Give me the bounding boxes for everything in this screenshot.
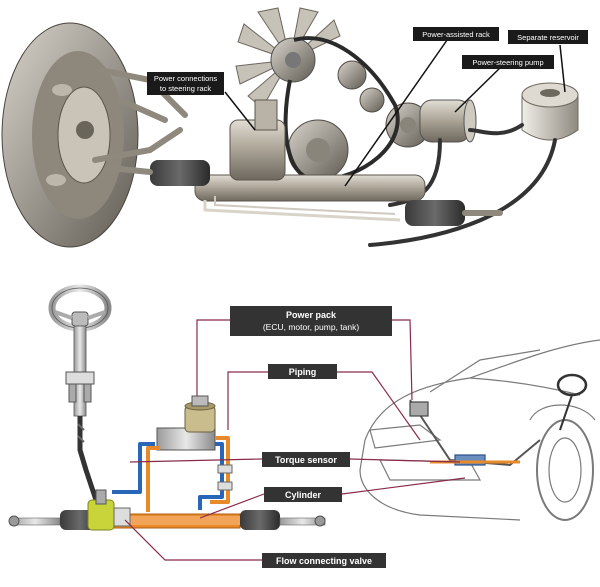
label-power-connections-line1: Power connections [154,74,218,83]
label-power-pack-line1: Power pack [286,310,337,320]
svg-text:Power-assisted rack: Power-assisted rack [422,30,490,39]
label-flow-connecting-valve: Flow connecting valve [262,553,386,568]
svg-text:Power-steering pump: Power-steering pump [472,58,543,67]
label-power-pack-line2: (ECU, motor, pump, tank) [263,322,360,332]
hydraulic-piping [112,436,233,512]
car-outline [359,339,600,521]
label-separate-reservoir: Separate reservoir [508,30,588,44]
pulleys [283,36,431,183]
rack-and-cylinder [8,489,326,531]
label-power-assisted-rack: Power-assisted rack [413,27,499,41]
power-pack-unit [156,395,216,451]
steering-column [65,325,99,501]
label-piping: Piping [268,364,337,379]
svg-text:Piping: Piping [289,367,317,377]
svg-text:Separate reservoir: Separate reservoir [517,33,579,42]
steering-rack [107,99,503,226]
bottom-leader-lines [124,319,466,561]
bottom-schematic: Power pack (ECU, motor, pump, tank) Pipi… [8,284,600,568]
label-power-steering-pump: Power-steering pump [462,55,554,69]
label-cylinder: Cylinder [264,487,342,502]
svg-text:Cylinder: Cylinder [285,490,322,500]
top-leader-lines [224,32,566,187]
reservoir [521,82,579,141]
wheel-hub [1,22,139,248]
svg-text:Flow connecting valve: Flow connecting valve [276,556,372,566]
steering-wheel [48,284,112,332]
label-torque-sensor: Torque sensor [262,452,350,467]
top-illustration: Power connections to steering rack Power… [1,7,588,248]
svg-text:Torque sensor: Torque sensor [275,455,337,465]
hoses [368,123,557,247]
label-power-connections: Power connections to steering rack [147,72,224,95]
steering-pump [419,99,477,143]
label-power-connections-line2: to steering rack [160,84,212,93]
label-power-pack: Power pack (ECU, motor, pump, tank) [230,306,392,336]
